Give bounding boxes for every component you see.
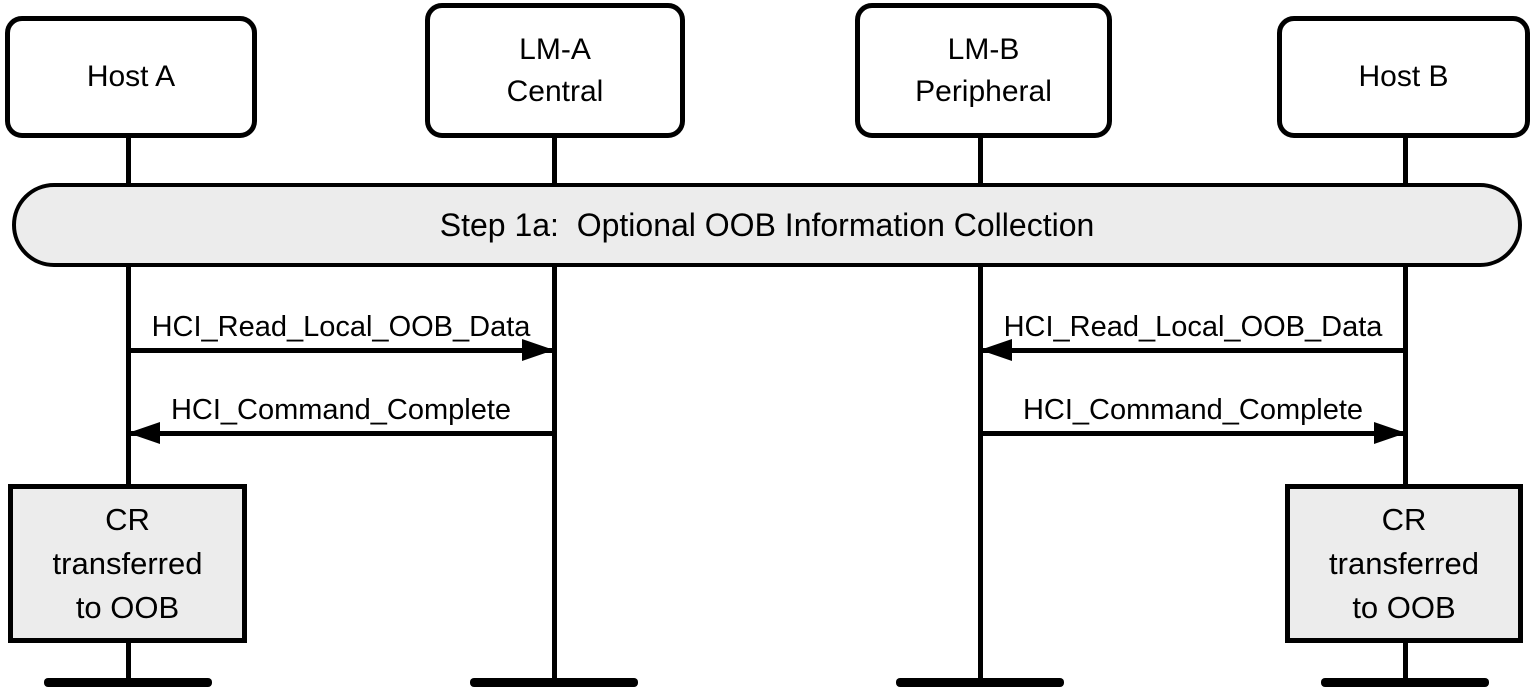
arrowhead-right-icon — [1374, 422, 1406, 444]
lifeline-end-bar-host-a — [44, 678, 212, 687]
lifeline-lm-a — [552, 136, 557, 682]
note-box-cr-transferred-right: CR transferred to OOB — [1285, 484, 1523, 643]
arrowhead-left-icon — [980, 339, 1012, 361]
step-banner: Step 1a: Optional OOB Information Collec… — [12, 183, 1522, 267]
actor-label: Host B — [1358, 60, 1449, 93]
note-text: CR transferred to OOB — [52, 501, 203, 625]
actor-box-host-a: Host A — [5, 16, 257, 138]
actor-box-host-b: Host B — [1277, 16, 1530, 138]
message-line — [980, 348, 1406, 353]
note-box-cr-transferred-left: CR transferred to OOB — [8, 484, 247, 643]
actor-label: Host A — [86, 60, 176, 93]
actor-box-lm-a-central: LM-A Central — [425, 3, 685, 138]
message-label: HCI_Command_Complete — [170, 394, 512, 426]
lifeline-host-b — [1403, 136, 1408, 682]
actor-label: LM-A — [519, 32, 591, 66]
arrowhead-right-icon — [522, 339, 554, 361]
message-label: HCI_Read_Local_OOB_Data — [151, 311, 531, 343]
lifeline-end-bar-host-b — [1321, 678, 1489, 687]
lifeline-lm-b — [978, 136, 983, 682]
message-line — [128, 348, 554, 353]
actor-sublabel: Central — [506, 74, 604, 108]
message-label: HCI_Read_Local_OOB_Data — [1003, 311, 1383, 343]
message-line — [128, 431, 554, 436]
actor-sublabel: Peripheral — [915, 74, 1052, 108]
step-banner-label: Step 1a: Optional OOB Information Collec… — [439, 206, 1095, 243]
message-line — [980, 431, 1406, 436]
arrowhead-left-icon — [128, 422, 160, 444]
lifeline-end-bar-lm-a — [470, 678, 638, 687]
actor-box-lm-b-peripheral: LM-B Peripheral — [855, 3, 1112, 138]
actor-label: LM-B — [947, 32, 1020, 66]
lifeline-host-a — [126, 136, 131, 682]
lifeline-end-bar-lm-b — [896, 678, 1064, 687]
message-label: HCI_Command_Complete — [1022, 394, 1364, 426]
note-text: CR transferred to OOB — [1329, 501, 1479, 625]
